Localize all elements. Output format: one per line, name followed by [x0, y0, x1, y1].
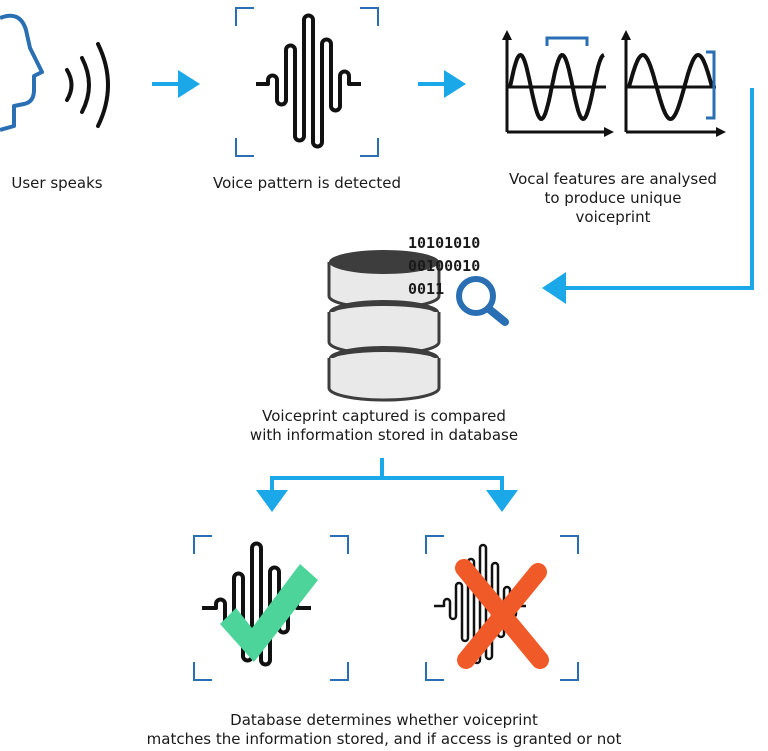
connector-arrow-to-database: [542, 88, 754, 304]
database-icon: [327, 250, 441, 402]
rejected-waveform-icon: [434, 543, 526, 665]
arrow-right-2: [418, 70, 466, 98]
binary-line-2: 00100010: [408, 257, 480, 275]
rejected-frame: [425, 535, 579, 681]
sound-waves-icon: [65, 42, 110, 128]
binary-line-3: 0011: [408, 280, 444, 298]
caption-pattern-detected: Voice pattern is detected: [212, 174, 402, 192]
magnifier-icon: [456, 276, 509, 326]
caption-features-analysed: Vocal features are analysed to produce u…: [509, 170, 717, 226]
waveform-frame: [235, 7, 379, 157]
caption-compared: Voiceprint captured is compared with inf…: [249, 407, 519, 444]
cross-icon: [455, 559, 549, 669]
sine-chart-icons: [502, 30, 726, 137]
checkmark-icon: [220, 564, 318, 662]
branch-arrows: [256, 458, 518, 512]
caption-determines: Database determines whether voiceprint m…: [146, 711, 622, 748]
binary-code: 10101010 00100010 0011: [408, 234, 480, 298]
arrow-right-1: [152, 70, 200, 98]
binary-line-1: 10101010: [408, 234, 480, 252]
caption-user-speaks: User speaks: [11, 174, 103, 192]
accepted-frame: [193, 535, 349, 681]
head-icon: [0, 13, 44, 132]
waveform-icon: [256, 13, 361, 149]
